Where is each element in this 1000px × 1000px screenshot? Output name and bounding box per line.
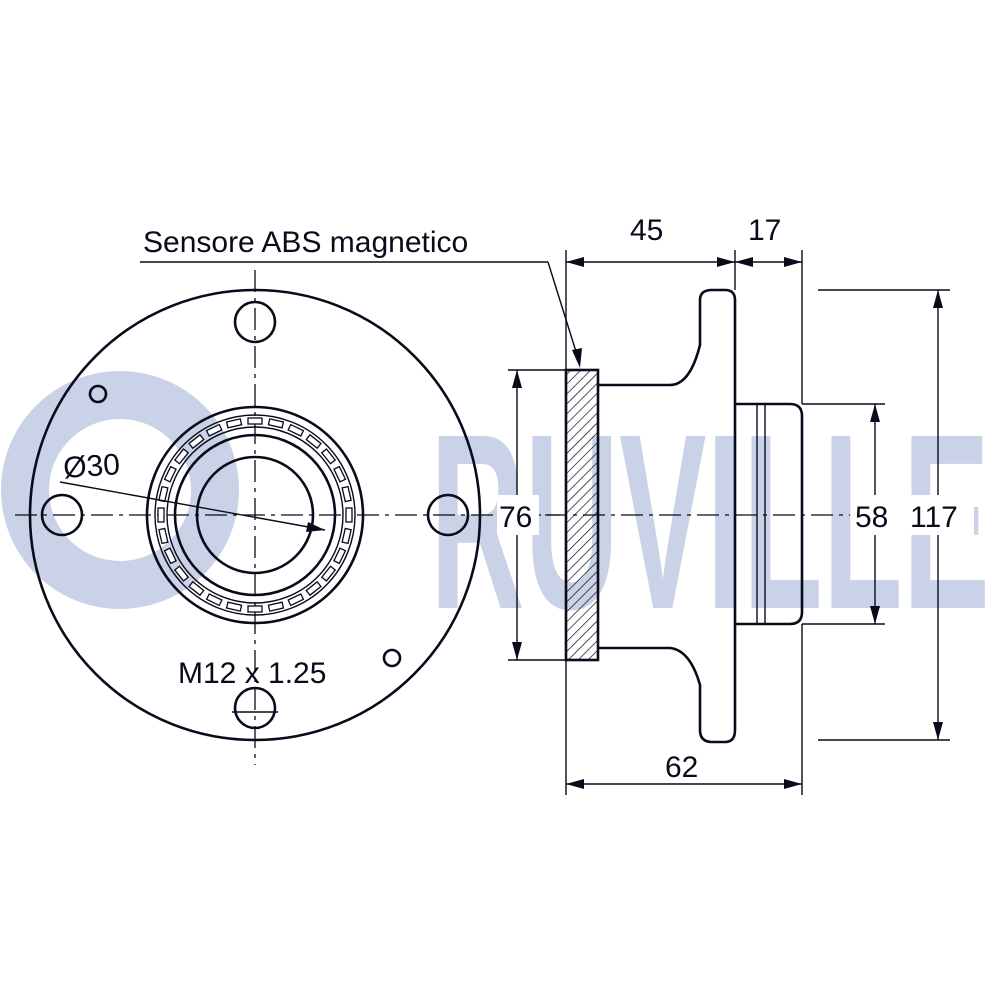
- bearing-roller: [205, 423, 223, 437]
- dim-117-label: 117: [910, 501, 958, 534]
- dim-58-arrow-bottom: [870, 606, 880, 624]
- dim-58-arrow-top: [870, 404, 880, 422]
- bearing-roller-ring: [166, 426, 344, 604]
- bearing-roller: [320, 448, 337, 465]
- bearing-roller: [225, 418, 243, 429]
- bearing-outer-race-inner: [154, 414, 356, 616]
- dim-62-arrow-right: [784, 779, 802, 789]
- bearing-roller: [157, 507, 165, 523]
- bearing-roller: [287, 593, 305, 607]
- abs-sensor-label: Sensore ABS magnetico: [143, 226, 468, 259]
- bearing-roller: [158, 527, 169, 545]
- thread-label: M12 x 1.25: [178, 657, 326, 690]
- bearing-inner-race: [173, 433, 337, 597]
- dim-76-label: 76: [499, 501, 532, 534]
- bearing-roller: [158, 485, 169, 503]
- watermark-logo-ring: [1, 371, 239, 609]
- bearing-outer-race: [145, 405, 365, 625]
- abs-sensor-leader: [547, 261, 579, 359]
- bearing-roller: [247, 605, 263, 613]
- dim-17-arrow-left: [735, 257, 753, 267]
- flange-outer-circle: [28, 288, 482, 742]
- bolt-hole-bottom: [233, 686, 277, 730]
- bearing-roller: [188, 433, 205, 450]
- bearing-roller: [173, 448, 190, 465]
- bearing-roller: [345, 507, 353, 523]
- dim-45-arrow-right: [717, 257, 735, 267]
- bolt-hole-left: [40, 493, 84, 537]
- dim-62-arrow-left: [566, 779, 584, 789]
- pilot-hole-upper-left: [88, 384, 108, 404]
- dim-45-arrow-left: [566, 257, 584, 267]
- dim-58-label: 58: [855, 501, 888, 534]
- abs-sensor-leader-arrow: [572, 348, 582, 368]
- dim-117-arrow-top: [933, 290, 943, 308]
- side-view: Sensore ABS magnetico 45 17 76 58: [140, 214, 974, 795]
- bearing-roller: [173, 565, 190, 582]
- bearing-roller: [267, 418, 285, 429]
- bearing-roller: [225, 601, 243, 612]
- pilot-hole-lower-right: [382, 648, 402, 668]
- bearing-roller: [333, 547, 347, 565]
- bore-diameter-leader: [59, 481, 326, 531]
- bearing-roller: [341, 527, 352, 545]
- bearing-roller: [247, 417, 263, 425]
- bearing-roller: [188, 580, 205, 597]
- front-view: Ø30 M12 x 1.25: [15, 270, 560, 765]
- dim-17-label: 17: [748, 214, 781, 247]
- bore-diameter-label: Ø30: [62, 448, 121, 485]
- bolt-hole-top: [233, 300, 277, 344]
- dim-17-arrow-right: [784, 257, 802, 267]
- bearing-roller: [305, 580, 322, 597]
- bore-diameter-arrow: [306, 522, 325, 532]
- dim-76-arrow-top: [512, 370, 522, 388]
- bearing-roller: [163, 465, 177, 483]
- bearing-roller: [287, 423, 305, 437]
- bolt-hole-right: [426, 493, 470, 537]
- bearing-roller: [333, 465, 347, 483]
- dim-45-label: 45: [630, 214, 663, 247]
- bearing-roller: [341, 485, 352, 503]
- bearing-roller: [305, 433, 322, 450]
- dim-117-arrow-bottom: [933, 722, 943, 740]
- bearing-roller: [163, 547, 177, 565]
- dim-76-arrow-bottom: [512, 642, 522, 660]
- bearing-roller: [267, 601, 285, 612]
- bearing-roller: [320, 565, 337, 582]
- hub-spigot: [735, 402, 804, 626]
- bearing-roller: [205, 593, 223, 607]
- hub-bore: [195, 455, 315, 575]
- dim-62-label: 62: [665, 751, 698, 784]
- bearing-rollers: [157, 417, 353, 613]
